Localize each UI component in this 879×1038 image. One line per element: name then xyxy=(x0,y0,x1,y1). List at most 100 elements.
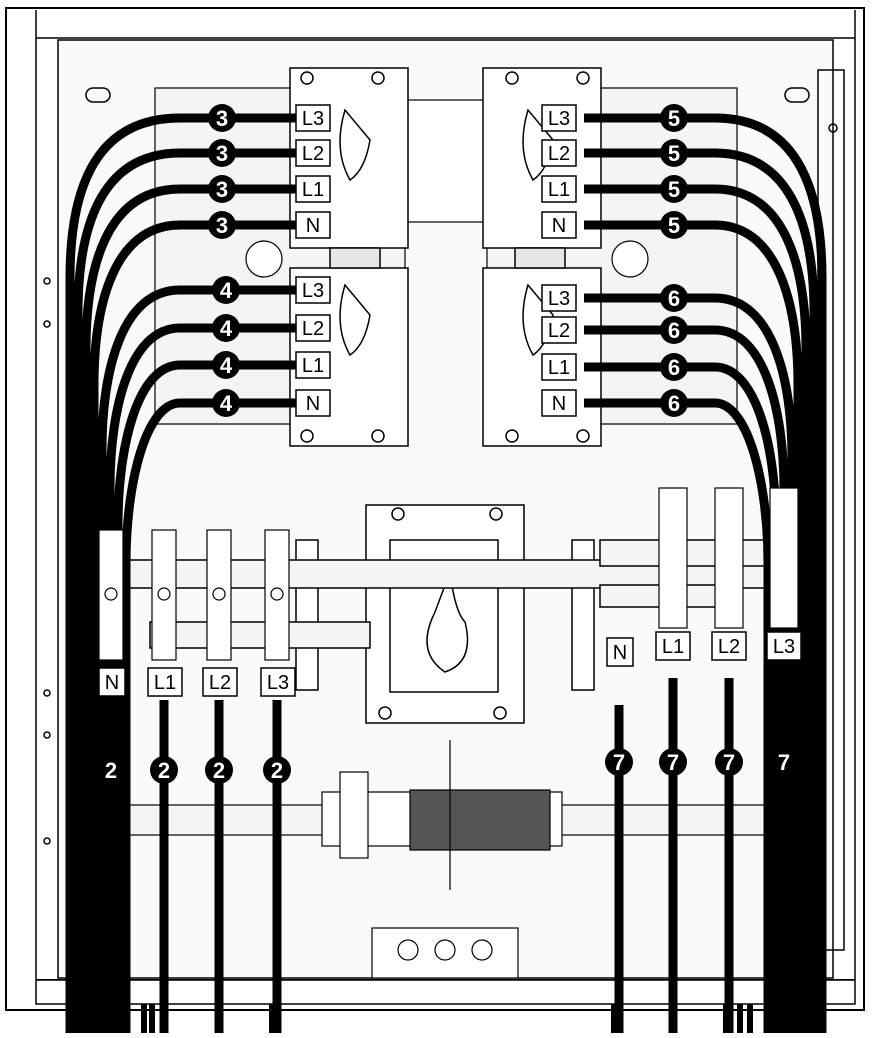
cable-number-top-right-1: 5 xyxy=(660,139,688,167)
terminal-bottom-left-3-text: L3 xyxy=(267,672,289,694)
terminal-top-left-1-text: L2 xyxy=(302,143,324,165)
terminal-mid-left-1: L2 xyxy=(295,314,331,342)
terminal-bottom-right-0: N xyxy=(606,637,634,667)
cable-stub-4 xyxy=(141,1004,147,1033)
cable-top-right-2 xyxy=(584,184,811,1033)
cable-number-bottom-right-1-text: 7 xyxy=(667,750,679,775)
terminal-top-left-3: N xyxy=(295,211,331,239)
terminal-bottom-left-2-text: L2 xyxy=(209,672,231,694)
cable-stub-15 xyxy=(805,1004,811,1033)
cable-mid-left-3 xyxy=(121,398,296,1033)
cable-stub-9 xyxy=(669,1004,675,1033)
terminal-top-left-2: L1 xyxy=(295,175,331,203)
terminal-top-right-1-text: L2 xyxy=(548,143,570,165)
terminal-mid-right-3: N xyxy=(541,389,577,417)
cable-top-left-3 xyxy=(89,220,296,1033)
terminal-top-right-1: L2 xyxy=(541,139,577,167)
cable-number-mid-left-3-text: 4 xyxy=(220,391,233,416)
terminal-mid-left-3: N xyxy=(295,389,331,417)
terminal-top-right-0-text: L3 xyxy=(548,108,570,130)
cable-top-left-0 xyxy=(65,113,296,1033)
cable-number-top-right-1-text: 5 xyxy=(668,141,680,166)
cable-number-top-left-1: 3 xyxy=(208,139,236,167)
terminal-mid-right-0: L3 xyxy=(541,284,577,312)
cable-number-mid-right-1-text: 6 xyxy=(668,318,680,343)
cable-number-bottom-right-2: 7 xyxy=(715,748,743,776)
terminal-mid-right-1: L2 xyxy=(541,316,577,344)
cable-number-bottom-left-3-text: 2 xyxy=(271,758,283,783)
cable-mid-left-2 xyxy=(113,360,296,1033)
cable-stub-14 xyxy=(797,1004,803,1033)
cable-number-top-left-1-text: 3 xyxy=(216,141,228,166)
cable-number-mid-right-3-text: 6 xyxy=(668,391,680,416)
cable-stub-11 xyxy=(737,1004,743,1033)
cable-stub-16 xyxy=(815,1004,821,1033)
cable-number-bottom-right-3: 7 xyxy=(770,748,798,776)
cable-stub-8 xyxy=(611,1004,617,1033)
cable-stub-3 xyxy=(97,1004,103,1033)
cable-top-right-0 xyxy=(584,113,827,1033)
cable-number-top-left-0: 3 xyxy=(208,104,236,132)
terminal-mid-left-0: L3 xyxy=(295,276,331,304)
cable-number-top-right-3: 5 xyxy=(660,211,688,239)
cable-stub-6 xyxy=(215,1004,221,1033)
cable-top-left-2 xyxy=(81,184,296,1033)
terminal-top-left-0: L3 xyxy=(295,104,331,132)
terminal-top-left-2-text: L1 xyxy=(302,179,324,201)
cable-number-bottom-left-1-text: 2 xyxy=(158,758,170,783)
cable-number-mid-left-1-text: 4 xyxy=(220,316,233,341)
terminal-bottom-right-2-text: L2 xyxy=(718,636,740,658)
cable-number-mid-right-0-text: 6 xyxy=(668,286,680,311)
cable-number-mid-right-3: 6 xyxy=(660,389,688,417)
cable-mid-right-3 xyxy=(584,398,773,1033)
cable-number-mid-left-1: 4 xyxy=(212,314,240,342)
cable-number-mid-left-2-text: 4 xyxy=(220,353,233,378)
cable-number-top-right-0-text: 5 xyxy=(668,106,680,131)
terminal-mid-left-3-text: N xyxy=(306,393,320,415)
terminal-bottom-right-1: L1 xyxy=(655,631,691,661)
cable-stub-1 xyxy=(81,1004,87,1033)
cable-stub-2 xyxy=(89,1004,95,1033)
cable-number-top-right-3-text: 5 xyxy=(668,213,680,238)
cable-mid-left-0 xyxy=(97,285,296,1033)
cable-stub-13 xyxy=(789,1004,795,1033)
cable-number-bottom-left-3: 2 xyxy=(263,756,291,784)
cable-number-top-right-0: 5 xyxy=(660,104,688,132)
cable-number-mid-left-0: 4 xyxy=(212,276,240,304)
terminal-bottom-right-3: L3 xyxy=(766,631,802,661)
cable-number-mid-right-0: 6 xyxy=(660,284,688,312)
terminal-bottom-right-2: L2 xyxy=(711,631,747,661)
cable-number-bottom-right-2-text: 7 xyxy=(723,750,735,775)
cable-number-bottom-right-0: 7 xyxy=(605,748,633,776)
terminal-bottom-left-1: L1 xyxy=(147,667,183,697)
cable-number-mid-right-1: 6 xyxy=(660,316,688,344)
terminal-mid-left-1-text: L2 xyxy=(302,318,324,340)
terminal-top-right-0: L3 xyxy=(541,104,577,132)
terminal-bottom-right-3-text: L3 xyxy=(773,636,795,658)
cable-mid-left-1 xyxy=(105,323,296,1033)
terminal-bottom-right-0-text: N xyxy=(613,642,627,664)
terminal-top-left-1: L2 xyxy=(295,139,331,167)
terminal-mid-left-0-text: L3 xyxy=(302,280,324,302)
terminal-top-left-3-text: N xyxy=(306,215,320,237)
cable-number-bottom-right-1: 7 xyxy=(659,748,687,776)
cable-number-bottom-left-0: 2 xyxy=(97,756,125,784)
terminal-mid-right-0-text: L3 xyxy=(548,288,570,310)
terminal-top-right-2: L1 xyxy=(541,175,577,203)
terminal-mid-left-2: L1 xyxy=(295,351,331,379)
cable-number-mid-left-0-text: 4 xyxy=(220,278,233,303)
cable-number-mid-right-2-text: 6 xyxy=(668,355,680,380)
cable-number-top-right-2: 5 xyxy=(660,175,688,203)
cable-mid-right-1 xyxy=(584,325,789,1033)
cable-stub-10 xyxy=(723,1004,729,1033)
terminal-mid-right-1-text: L2 xyxy=(548,320,570,342)
cable-number-bottom-left-2-text: 2 xyxy=(213,758,225,783)
cable-number-top-left-2-text: 3 xyxy=(216,177,228,202)
cable-stub-12 xyxy=(747,1004,753,1033)
cable-number-bottom-right-3-text: 7 xyxy=(778,750,790,775)
cable-stub-0 xyxy=(73,1004,79,1033)
terminal-mid-right-3-text: N xyxy=(552,393,566,415)
cable-number-top-left-3: 3 xyxy=(208,211,236,239)
terminal-top-right-3: N xyxy=(541,211,577,239)
